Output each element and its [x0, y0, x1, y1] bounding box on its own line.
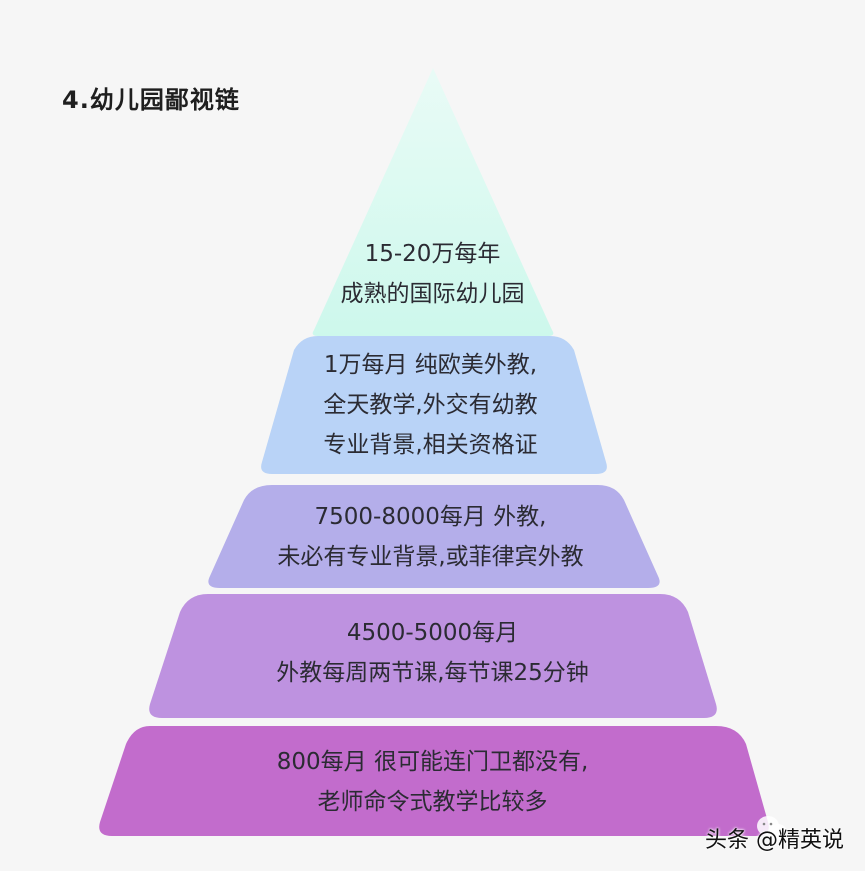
tier-4-line-1: 4500-5000每月	[346, 620, 519, 646]
tier-1-line-1: 15-20万每年	[364, 241, 501, 267]
tier-4-line-2: 外教每周两节课,每节课25分钟	[276, 660, 589, 686]
tier-3-shape	[208, 485, 660, 588]
tier-3-line-1: 7500-8000每月 外教,	[314, 504, 547, 530]
tier-5-text: 800每月 很可能连门卫都没有, 老师命令式教学比较多	[0, 742, 865, 822]
tier-2-shape	[261, 336, 607, 474]
tier-2-text: 1万每月 纯欧美外教, 全天教学,外交有幼教 专业背景,相关资格证	[0, 345, 863, 465]
tier-2-line-1: 1万每月 纯欧美外教,	[323, 352, 538, 378]
tier-3-line-2: 未必有专业背景,或菲律宾外教	[277, 544, 584, 570]
chat-bubble-icon	[757, 816, 787, 840]
watermark: 头条 @精英说	[705, 828, 844, 853]
tier-4-shape	[149, 594, 717, 718]
tier-5-line-2: 老师命令式教学比较多	[317, 789, 548, 815]
tier-5-line-1: 800每月 很可能连门卫都没有,	[276, 749, 589, 775]
tier-3-text: 7500-8000每月 外教, 未必有专业背景,或菲律宾外教	[0, 497, 863, 577]
tier-5-shape	[99, 726, 769, 836]
tier-4-text: 4500-5000每月 外教每周两节课,每节课25分钟	[0, 613, 865, 693]
tier-2-line-3: 专业背景,相关资格证	[323, 432, 538, 458]
tier-1-line-2: 成熟的国际幼儿园	[340, 281, 525, 307]
tier-1-shape	[312, 68, 554, 336]
tier-1-text: 15-20万每年 成熟的国际幼儿园	[0, 234, 865, 314]
tier-2-line-2: 全天教学,外交有幼教	[323, 392, 538, 418]
page-title: 4.幼儿园鄙视链	[62, 86, 240, 114]
